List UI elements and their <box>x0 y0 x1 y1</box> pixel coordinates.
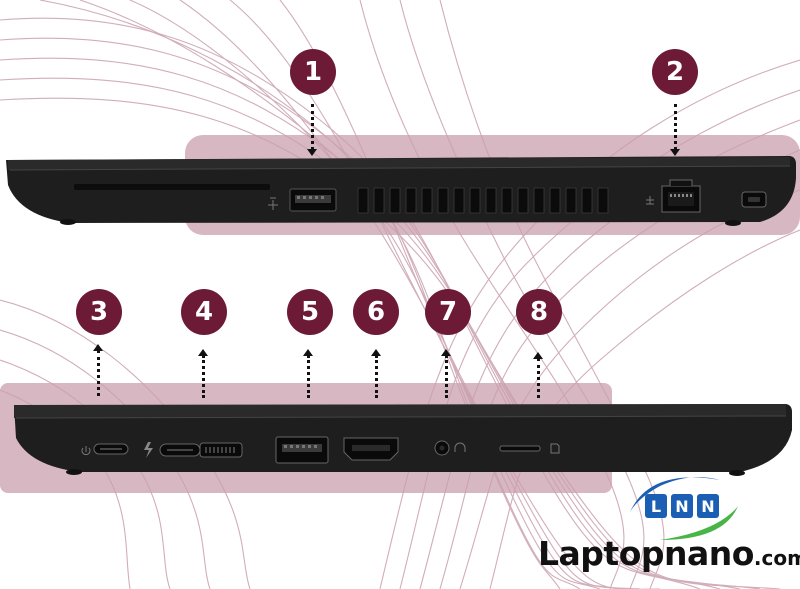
callout-badge-8: 8 <box>516 289 562 335</box>
laptop-left-side <box>14 404 792 476</box>
usb-a-port-right <box>289 188 337 212</box>
pointer-arrow-4 <box>198 349 208 398</box>
pointer-arrow-1 <box>307 104 317 156</box>
pointer-arrow-2 <box>670 104 680 156</box>
usb-icon <box>268 197 278 210</box>
callout-badge-4: 4 <box>181 289 227 335</box>
pointer-arrow-7 <box>441 349 451 398</box>
laptopnano-logo: L N N <box>630 477 738 540</box>
docking-connector <box>199 442 243 458</box>
headphone-icon <box>454 442 466 452</box>
pointer-arrow-6 <box>371 349 381 398</box>
usb-a-port-left <box>275 436 329 464</box>
audio-jack <box>434 440 450 456</box>
sd-card-icon <box>550 443 560 454</box>
callout-badge-3: 3 <box>76 289 122 335</box>
thunderbolt-icon <box>144 442 153 458</box>
logo-letter-2: N <box>675 497 688 516</box>
callout-badge-7: 7 <box>425 289 471 335</box>
usb-c-port-power <box>93 443 129 455</box>
thunderbolt-usb-c-port <box>159 443 201 457</box>
pointer-arrow-8 <box>533 352 543 398</box>
cooling-vents <box>357 187 609 214</box>
pointer-arrow-3 <box>93 344 103 396</box>
network-icon <box>646 196 654 205</box>
ethernet-port <box>661 179 701 213</box>
laptop-right-side <box>6 156 796 226</box>
callout-badge-1: 1 <box>290 49 336 95</box>
pointer-arrow-5 <box>303 349 313 398</box>
brand-name: Laptopnano <box>538 534 754 573</box>
security-lock-slot <box>741 191 767 208</box>
power-icon <box>81 446 91 456</box>
callout-badge-6: 6 <box>353 289 399 335</box>
callout-badge-5: 5 <box>287 289 333 335</box>
microsd-slot <box>499 445 541 452</box>
callout-badge-2: 2 <box>652 49 698 95</box>
brand-suffix: .com <box>753 546 800 570</box>
logo-letter-1: L <box>651 497 661 516</box>
brand-wordmark: Laptopnano.com <box>538 534 800 573</box>
smartcard-slot <box>74 184 270 190</box>
logo-letter-3: N <box>701 497 714 516</box>
hdmi-port <box>343 437 399 461</box>
